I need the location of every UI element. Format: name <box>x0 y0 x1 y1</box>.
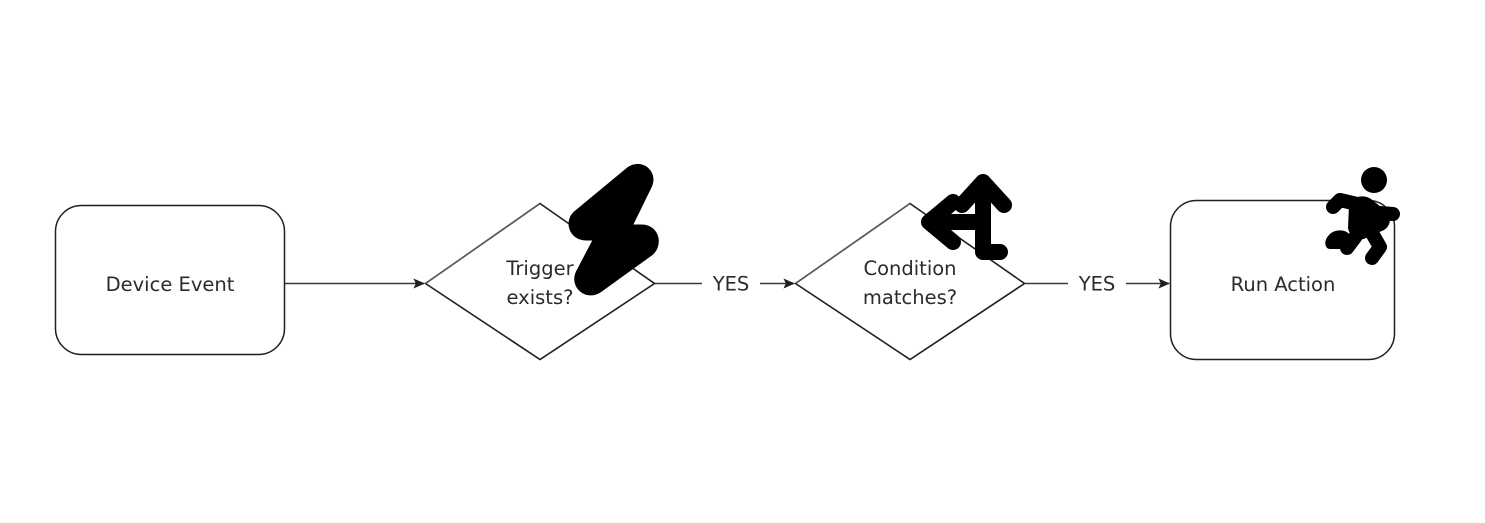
running-person-front-leg <box>1365 226 1387 265</box>
trigger-exists-label-line-2: exists? <box>507 286 574 309</box>
condition-diamond-upper-left-edge <box>795 203 911 284</box>
running-person-front-arm <box>1373 206 1400 221</box>
lightning-bolt-glyph <box>568 164 659 296</box>
running-person-head <box>1361 167 1387 193</box>
branch-arrow-up-head <box>954 174 1012 213</box>
branch-arrow-left-head <box>921 194 961 250</box>
trigger-diamond-upper-left-edge <box>425 203 541 284</box>
run-action-label: Run Action <box>1231 273 1336 296</box>
trigger-exists-label-line-1: Trigger <box>505 257 574 280</box>
device-event-shape[interactable] <box>54 204 286 356</box>
branch-arrow-stem <box>975 178 1008 260</box>
condition-matches-label-line-2: matches? <box>863 286 957 309</box>
node-device-event[interactable]: Device Event <box>54 204 286 356</box>
node-trigger-exists[interactable]: Trigger exists? <box>424 202 656 361</box>
running-person-trailing-foot <box>1325 230 1355 249</box>
device-event-label: Device Event <box>106 273 235 296</box>
node-condition-matches[interactable]: Condition matches? <box>794 202 1026 361</box>
branch-arrow-icon <box>921 174 1012 260</box>
edge-trigger-to-condition: YES <box>655 273 795 296</box>
running-person-back-arm <box>1326 193 1364 214</box>
lightning-bolt-icon <box>568 164 659 296</box>
running-person-icon <box>1325 167 1400 265</box>
edge-label-yes-2: YES <box>1078 273 1116 296</box>
edge-label-yes-1: YES <box>712 273 750 296</box>
edge-condition-to-action: YES <box>1025 273 1170 296</box>
condition-matches-label-line-1: Condition <box>863 257 956 280</box>
